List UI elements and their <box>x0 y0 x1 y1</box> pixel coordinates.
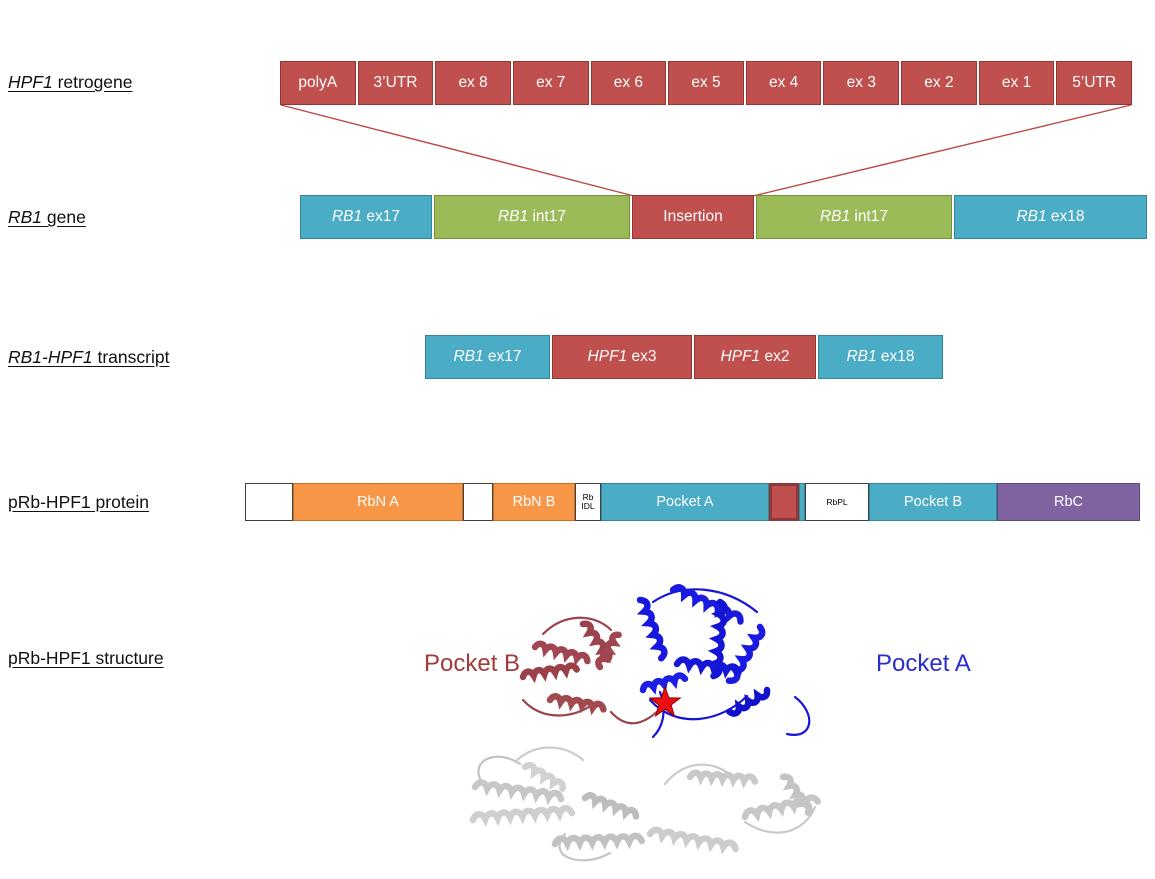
gene-segment-rb1-int17a: RB1 int17 <box>434 195 630 239</box>
row-label-rb1-gene: RB1 gene <box>8 207 86 227</box>
protein-segment-rbn-a: RbN A <box>293 483 463 521</box>
pocket-b-label: Pocket B <box>424 650 521 677</box>
fusion-site-star-icon <box>648 685 682 718</box>
protein-segment-teal-sliver <box>799 483 805 521</box>
transcript-row: RB1 ex17 HPF1 ex3 HPF1 ex2 RB1 ex18 <box>425 335 943 379</box>
retrogene-segment-ex3: ex 3 <box>823 61 900 105</box>
protein-segment-rbpl: RbPL <box>805 483 869 521</box>
retrogene-segment-ex2: ex 2 <box>901 61 977 105</box>
protein-segment-linker1 <box>463 483 493 521</box>
transcript-segment-hpf1-ex3: HPF1 ex3 <box>552 335 692 379</box>
gene-segment-rb1-int17b: RB1 int17 <box>756 195 952 239</box>
protein-segment-rbc: RbC <box>997 483 1140 521</box>
retrogene-row: polyA 3’UTR ex 8 ex 7 ex 6 ex 5 ex 4 ex … <box>280 61 1133 105</box>
gene-segment-rb1-ex18: RB1 ex18 <box>954 195 1147 239</box>
protein-segment-pocket-a: Pocket A <box>601 483 769 521</box>
row-label-prb-hpf1-protein: pRb-HPF1 protein <box>8 492 150 512</box>
retrogene-segment-polya: polyA <box>280 61 356 105</box>
retrogene-segment-ex1: ex 1 <box>978 61 1055 105</box>
retrogene-segment-ex5: ex 5 <box>668 61 744 105</box>
transcript-segment-rb1-ex17: RB1 ex17 <box>425 335 550 379</box>
gene-segment-insertion: Insertion <box>632 195 754 239</box>
pocket-a-label: Pocket A <box>876 650 971 677</box>
protein-segment-nterm <box>245 483 293 521</box>
transcript-segment-hpf1-ex2: HPF1 ex2 <box>694 335 816 379</box>
row-label-hpf1-retrogene: HPF1 retrogene <box>8 72 133 92</box>
retrogene-segment-ex6: ex 6 <box>590 61 667 105</box>
protein-segment-pocket-b: Pocket B <box>869 483 997 521</box>
retrogene-segment-5utr: 5’UTR <box>1056 61 1133 105</box>
retrogene-segment-ex4: ex 4 <box>745 61 822 105</box>
protein-segment-hpf1-insert <box>769 483 799 521</box>
transcript-segment-rb1-ex18: RB1 ex18 <box>818 335 943 379</box>
row-label-rb1-hpf1-transcript: RB1-HPF1 transcript <box>8 347 170 367</box>
row-label-prb-hpf1-structure: pRb-HPF1 structure <box>8 648 164 668</box>
retrogene-segment-ex7: ex 7 <box>512 61 589 105</box>
protein-domain-bar: RbN A RbN B Rb IDL Pocket A RbPL Pocket … <box>245 483 1140 521</box>
protein-ribbon-structure-image <box>469 584 822 862</box>
protein-segment-rbn-b: RbN B <box>493 483 575 521</box>
protein-segment-rb-idl: Rb IDL <box>575 483 601 521</box>
retrogene-segment-ex8: ex 8 <box>435 61 511 105</box>
retrogene-segment-3utr: 3’UTR <box>357 61 434 105</box>
gene-segment-rb1-ex17: RB1 ex17 <box>300 195 432 239</box>
gene-row: RB1 ex17 RB1 int17 Insertion RB1 int17 R… <box>300 195 1147 239</box>
